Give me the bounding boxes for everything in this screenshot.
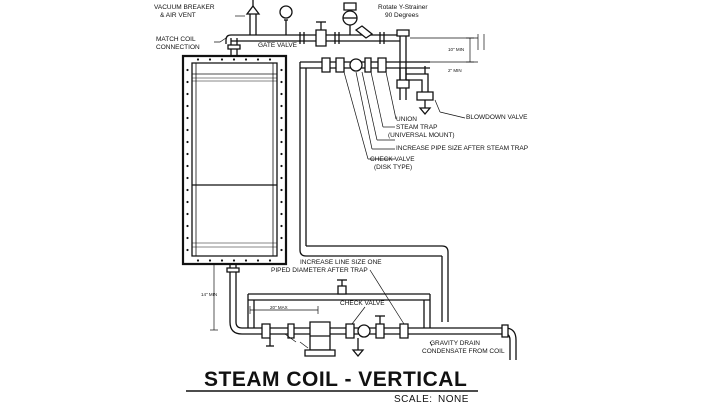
flange-bolt: [244, 58, 248, 61]
lower-drain-piping: [227, 264, 516, 360]
vacuum-breaker-label: VACUUM BREAKER: [154, 4, 215, 11]
upper-leader-lines: [214, 15, 465, 159]
connection-label: CONNECTION: [156, 44, 200, 51]
flange-bolt: [208, 259, 212, 262]
flange-bolt: [280, 80, 283, 84]
flange-bolt: [280, 116, 283, 120]
steam-trap-label: STEAM TRAP: [396, 124, 438, 131]
flange-bolt: [280, 68, 283, 72]
check-valve-lower-label: CHECK VALVE: [340, 300, 385, 307]
flange-bolt: [186, 104, 189, 108]
flange-bolt: [186, 152, 189, 156]
flange-bolt: [186, 236, 189, 240]
flange-bolt: [220, 259, 224, 262]
condensate-label: CONDENSATE FROM COIL: [422, 348, 505, 355]
flange-bolt: [280, 200, 283, 204]
upper-trap-assembly: [300, 58, 433, 114]
flange-bolt: [280, 224, 283, 228]
flange-bolts: [186, 58, 283, 262]
flange-bolt: [232, 58, 236, 61]
drawing-title: STEAM COIL - VERTICAL: [204, 368, 468, 391]
increase-pipe-label: INCREASE PIPE SIZE AFTER STEAM TRAP: [396, 145, 529, 152]
flange-bolt: [256, 58, 260, 61]
disk-type-label: (DISK TYPE): [374, 164, 413, 171]
flange-bolt: [186, 164, 189, 168]
flange-bolt: [280, 140, 283, 144]
scale-value: NONE: [438, 394, 469, 405]
rotate-strainer-label: Rotate Y-Strainer: [378, 4, 428, 11]
flange-bolt: [280, 92, 283, 96]
flange-bolt: [186, 92, 189, 96]
steam-coil-body: [183, 56, 286, 264]
strainer-degrees-label: 90 Degrees: [385, 12, 419, 19]
increase-line-label: INCREASE LINE SIZE ONE: [300, 259, 382, 266]
flange-bolt: [268, 259, 272, 262]
top-dimension-lines: [410, 34, 484, 62]
flange-bolt: [280, 164, 283, 168]
flange-bolt: [196, 259, 200, 262]
match-coil-label: MATCH COIL: [156, 36, 196, 43]
flange-bolt: [280, 188, 283, 192]
flange-bolt: [268, 58, 272, 61]
flange-bolt: [280, 248, 283, 252]
flange-bolt: [186, 200, 189, 204]
flange-bolt: [280, 236, 283, 240]
top-dimension-label-2: 2" MIN: [448, 68, 462, 73]
top-dimension-label: 10" MIN: [448, 47, 465, 52]
flange-bolt: [186, 224, 189, 228]
flange-bolt: [186, 188, 189, 192]
gravity-drain-label: GRAVITY DRAIN: [430, 340, 480, 347]
flange-bolt: [220, 58, 224, 61]
flange-bolt: [256, 259, 260, 262]
flange-bolt: [244, 259, 248, 262]
horizontal-dimension-label: 20" MAX: [270, 305, 288, 310]
flange-bolt: [280, 212, 283, 216]
blowdown-valve-label: BLOWDOWN VALVE: [466, 114, 528, 121]
flange-bolt: [280, 104, 283, 108]
flange-bolt: [186, 80, 189, 84]
gate-valve-label: GATE VALVE: [258, 42, 298, 49]
flange-bolt: [186, 140, 189, 144]
flange-bolt: [280, 152, 283, 156]
flange-bolt: [186, 68, 189, 72]
vertical-dimension-label: 14" MIN: [201, 292, 218, 297]
flange-bolt: [280, 176, 283, 180]
flange-bolt: [196, 58, 200, 61]
flange-bolt: [186, 212, 189, 216]
condensate-return-pipe: [300, 82, 448, 322]
union-label: UNION: [396, 116, 417, 123]
flange-bolt: [208, 58, 212, 61]
flange-bolt: [232, 259, 236, 262]
flange-bolt: [186, 248, 189, 252]
air-vent-label: & AIR VENT: [160, 12, 196, 19]
universal-mount-label: (UNIVERSAL MOUNT): [388, 132, 455, 139]
scale-label: SCALE:: [394, 394, 433, 405]
flange-bolt: [186, 176, 189, 180]
lower-dimension-lines: [210, 264, 432, 348]
piped-diameter-label: PIPED DIAMETER AFTER TRAP: [271, 267, 368, 274]
flange-bolt: [186, 128, 189, 132]
flange-bolt: [280, 128, 283, 132]
check-valve-upper-label: CHECK VALVE: [370, 156, 415, 163]
flange-bolt: [186, 116, 189, 120]
